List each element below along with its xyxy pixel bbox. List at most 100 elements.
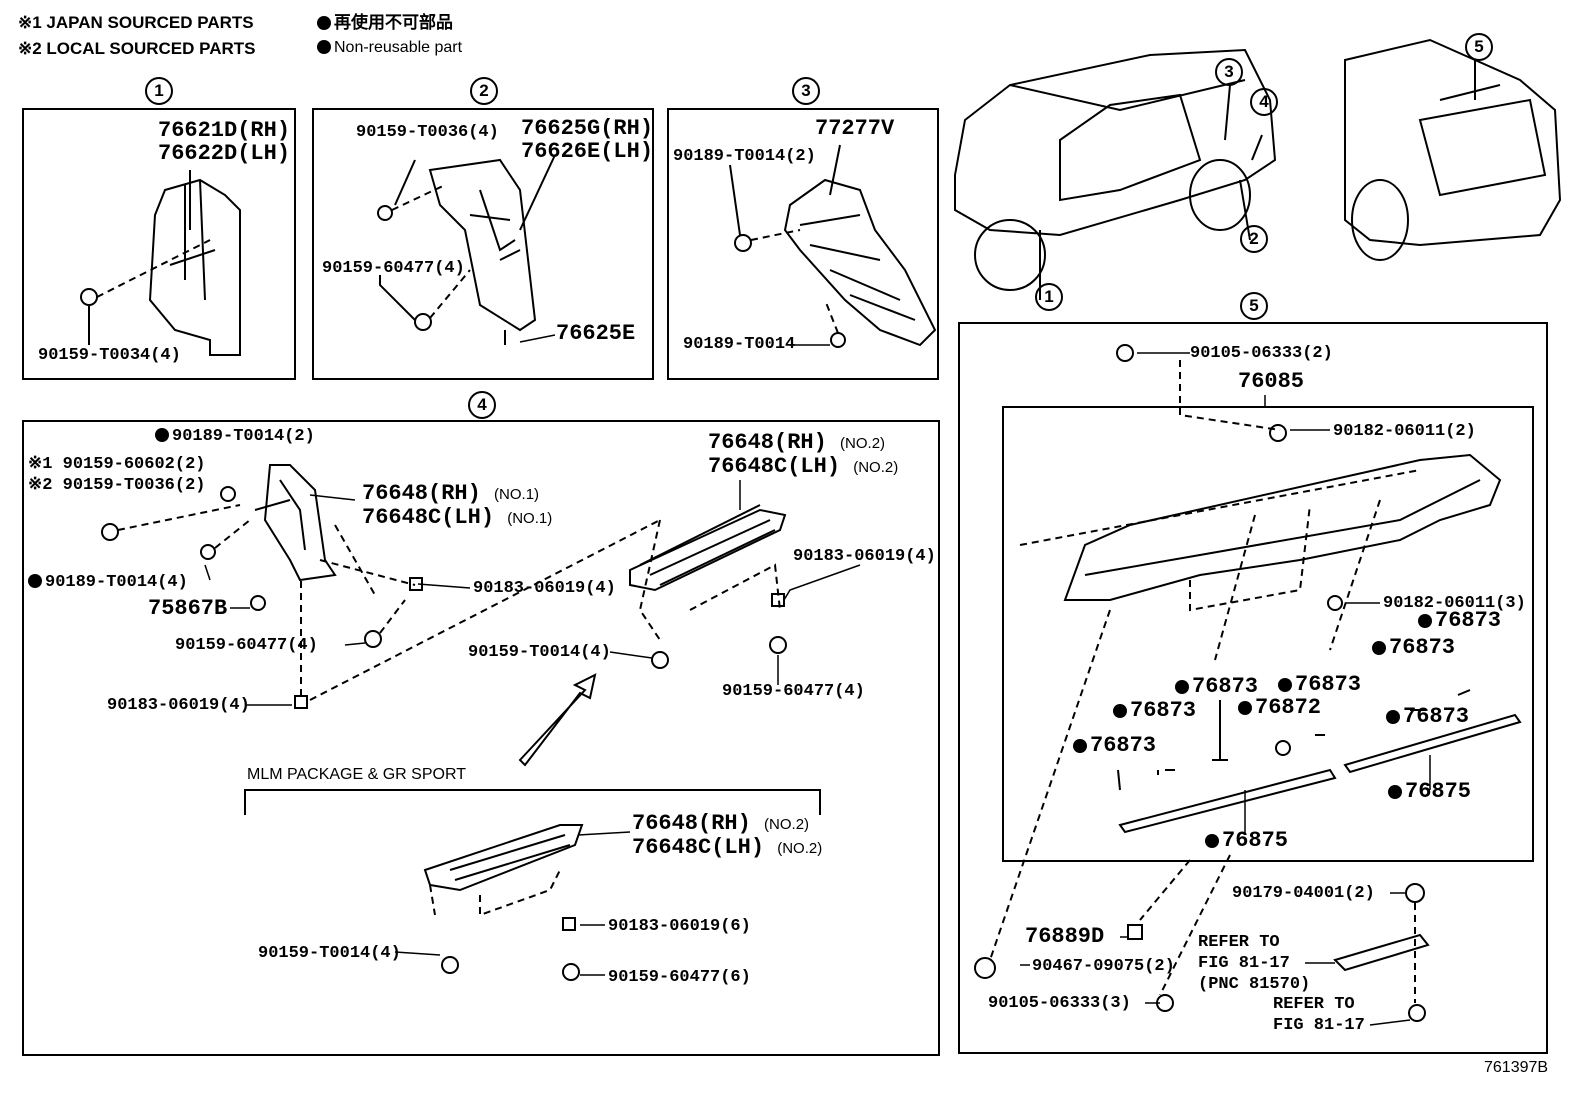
part-76625G[interactable]: 76625G(RH) bbox=[521, 116, 654, 141]
part-77277V[interactable]: 77277V bbox=[815, 116, 895, 141]
nut-icon bbox=[562, 917, 576, 931]
part-76873-e[interactable]: 76873 bbox=[1113, 700, 1196, 722]
marker-1: 1 bbox=[145, 77, 173, 105]
nonreusable-dot-icon bbox=[28, 574, 42, 588]
part-76648-no1-rh[interactable]: 76648(RH) (NO.1) bbox=[362, 483, 539, 505]
refer-fig-81570-l1[interactable]: REFER TO bbox=[1198, 933, 1280, 952]
refer-fig-81-17-l2[interactable]: FIG 81-17 bbox=[1273, 1016, 1365, 1035]
part-76621D[interactable]: 76621D(RH) bbox=[158, 118, 291, 143]
part-76873-d-text: 76873 bbox=[1295, 672, 1362, 697]
part-90105-06333-2[interactable]: 90105-06333(2) bbox=[1190, 344, 1333, 363]
part-90159-T0014-pkg[interactable]: 90159-T0014(4) bbox=[258, 944, 401, 963]
part-90105-06333-3[interactable]: 90105-06333(3) bbox=[988, 994, 1131, 1013]
panel-4 bbox=[22, 420, 940, 1056]
part-90159-T0034[interactable]: 90159-T0034(4) bbox=[38, 346, 181, 365]
part-76873-a-text: 76873 bbox=[1435, 608, 1502, 633]
part-76648-pkg-rh[interactable]: 76648(RH) (NO.2) bbox=[632, 813, 809, 835]
mudguard-front bbox=[428, 158, 537, 332]
bolt-icon bbox=[441, 956, 459, 974]
nonreusable-dot-icon bbox=[1238, 701, 1252, 715]
mudguard-rear bbox=[148, 178, 241, 356]
marker-2: 2 bbox=[470, 77, 498, 105]
part-90159-60477-4[interactable]: 90159-60477(4) bbox=[175, 636, 318, 655]
trim-strip bbox=[1118, 768, 1337, 834]
screw-icon bbox=[1405, 883, 1425, 903]
clip-icon bbox=[734, 234, 752, 252]
grommet-icon bbox=[1269, 424, 1287, 442]
part-90159-60477-6[interactable]: 90159-60477(6) bbox=[608, 968, 751, 987]
part-76873-c[interactable]: 76873 bbox=[1175, 676, 1258, 698]
trim-strip bbox=[1343, 713, 1522, 774]
refer-fig-81570-l2[interactable]: FIG 81-17 bbox=[1198, 954, 1290, 973]
part-76622D[interactable]: 76622D(LH) bbox=[158, 141, 291, 166]
part-90182-06011-2[interactable]: 90182-06011(2) bbox=[1333, 422, 1476, 441]
clip-icon bbox=[200, 544, 216, 560]
part-76873-d[interactable]: 76873 bbox=[1278, 674, 1361, 696]
nonreusable-dot-icon bbox=[1113, 704, 1127, 718]
part-90189-T0014-2[interactable]: 90189-T0014(2) bbox=[673, 147, 816, 166]
part-76873-a[interactable]: 76873 bbox=[1418, 610, 1501, 632]
bolt-icon bbox=[769, 636, 787, 654]
legend-nonreusable-jp: 再使用不可部品 bbox=[317, 14, 453, 31]
part-76875-b[interactable]: 76875 bbox=[1205, 830, 1288, 852]
part-76873-c-text: 76873 bbox=[1192, 674, 1259, 699]
nonreusable-dot-icon bbox=[1386, 710, 1400, 724]
part-76625E[interactable]: 76625E bbox=[556, 321, 636, 346]
part-76648-no2-rh-sub: (NO.2) bbox=[840, 435, 886, 452]
part-90182-06011-3[interactable]: 90182-06011(3) bbox=[1383, 594, 1526, 613]
part-90183-06019-c[interactable]: 90183-06019(4) bbox=[793, 547, 936, 566]
grommet-icon bbox=[1327, 595, 1343, 611]
part-90467-09075[interactable]: 90467-09075(2) bbox=[1032, 957, 1175, 976]
part-90159-T0036[interactable]: 90159-T0036(4) bbox=[356, 123, 499, 142]
part-76626E[interactable]: 76626E(LH) bbox=[521, 139, 654, 164]
part-90159-60477-4b[interactable]: 90159-60477(4) bbox=[722, 682, 865, 701]
part-76872[interactable]: 76872 bbox=[1238, 697, 1321, 719]
bolt-icon bbox=[651, 651, 669, 669]
part-90159-T0014-4[interactable]: 90159-T0014(4) bbox=[468, 643, 611, 662]
vehicle-marker-5: 5 bbox=[1465, 33, 1493, 61]
part-90183-06019-b[interactable]: 90183-06019(4) bbox=[107, 696, 250, 715]
legend-japan-sourced: ※1 JAPAN SOURCED PARTS bbox=[18, 13, 254, 32]
marker-5: 5 bbox=[1240, 292, 1268, 320]
part-76873-b[interactable]: 76873 bbox=[1372, 637, 1455, 659]
part-75867B[interactable]: 75867B bbox=[148, 596, 228, 621]
part-76648-pkg-rh-sub: (NO.2) bbox=[764, 816, 810, 833]
part-90189-T0014-top[interactable]: 90189-T0014(2) bbox=[155, 428, 315, 445]
part-76648C-no2-lh-sub: (NO.2) bbox=[853, 459, 899, 476]
part-90159-T0036-2[interactable]: ※2 90159-T0036(2) bbox=[28, 476, 206, 495]
part-76085[interactable]: 76085 bbox=[1238, 369, 1305, 394]
part-90159-60602[interactable]: ※1 90159-60602(2) bbox=[28, 455, 206, 474]
vehicle-marker-3: 3 bbox=[1215, 58, 1243, 86]
part-76873-g[interactable]: 76873 bbox=[1073, 735, 1156, 757]
step-bracket-no1 bbox=[263, 464, 337, 582]
illustration-code: 761397B bbox=[1484, 1059, 1549, 1076]
panel-5-inner bbox=[1002, 406, 1534, 862]
refer-fig-81570-l3[interactable]: (PNC 81570) bbox=[1198, 975, 1311, 994]
part-76648C-no2-lh[interactable]: 76648C(LH) (NO.2) bbox=[708, 456, 898, 478]
nut-icon bbox=[1408, 1004, 1426, 1022]
refer-fig-81-17-l1[interactable]: REFER TO bbox=[1273, 995, 1355, 1014]
clip-icon bbox=[220, 486, 236, 502]
vehicle-marker-2: 2 bbox=[1240, 225, 1268, 253]
part-76648-no1-rh-text: 76648(RH) bbox=[362, 481, 481, 506]
part-76648C-no1-lh[interactable]: 76648C(LH) (NO.1) bbox=[362, 507, 552, 529]
part-90189-T0014[interactable]: 90189-T0014 bbox=[683, 335, 796, 354]
part-90179-04001[interactable]: 90179-04001(2) bbox=[1232, 884, 1375, 903]
part-76648-pkg-rh-text: 76648(RH) bbox=[632, 811, 751, 836]
part-90159-60477[interactable]: 90159-60477(4) bbox=[322, 259, 465, 278]
part-76648-no2-rh[interactable]: 76648(RH) (NO.2) bbox=[708, 432, 885, 454]
bolt-icon bbox=[101, 523, 119, 541]
bolt-icon bbox=[414, 313, 432, 331]
part-76875-a-text: 76875 bbox=[1405, 779, 1472, 804]
part-90183-06019-6[interactable]: 90183-06019(6) bbox=[608, 917, 751, 936]
part-90189-T0014-4[interactable]: 90189-T0014(4) bbox=[28, 574, 188, 591]
panel-5 bbox=[958, 322, 1548, 1054]
part-76875-a[interactable]: 76875 bbox=[1388, 781, 1471, 803]
part-76648C-pkg-lh[interactable]: 76648C(LH) (NO.2) bbox=[632, 837, 822, 859]
part-90183-06019-a[interactable]: 90183-06019(4) bbox=[473, 579, 616, 598]
part-76873-f[interactable]: 76873 bbox=[1386, 706, 1469, 728]
nonreusable-dot-icon bbox=[1278, 678, 1292, 692]
package-title: MLM PACKAGE & GR SPORT bbox=[247, 766, 467, 783]
clip-icon bbox=[1127, 924, 1143, 940]
part-76889D[interactable]: 76889D bbox=[1025, 924, 1105, 949]
